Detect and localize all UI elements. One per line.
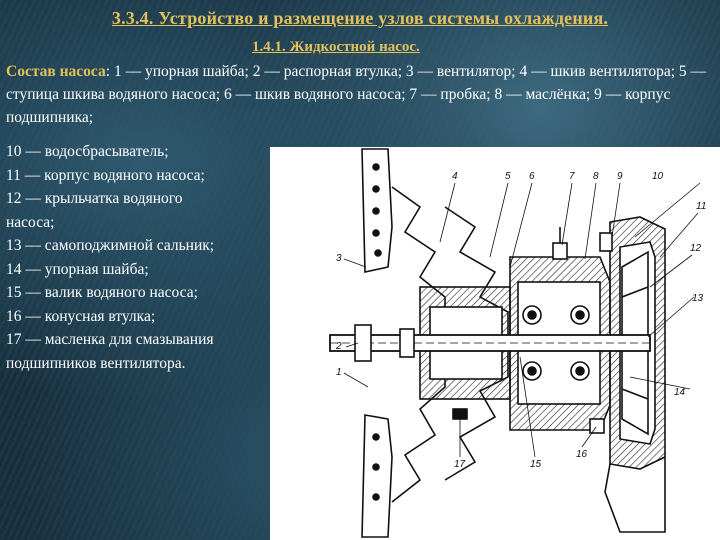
callout-label: 14 xyxy=(674,387,686,398)
legend-line: 13 — самоподжимной сальник; xyxy=(6,237,215,254)
callout-label: 4 xyxy=(452,171,458,182)
callout-label: 3 xyxy=(336,253,342,264)
callout-label: 11 xyxy=(696,201,706,212)
water-pump-cross-section: 4 5 6 7 8 9 10 11 12 13 3 2 1 14 16 17 1… xyxy=(329,148,706,538)
pump-composition-intro: Состав насоса: 1 — упорная шайба; 2 — ра… xyxy=(6,60,711,129)
legend-line: 14 — упорная шайба; xyxy=(6,260,149,278)
legend-line: 17 — масленка для смазывания xyxy=(6,331,214,348)
callout-label: 8 xyxy=(593,171,599,182)
parts-legend: 10 — водосбрасыватель; 11 — корпус водян… xyxy=(6,140,286,375)
legend-line: 12 — крыльчатка водяного xyxy=(6,190,183,207)
callout-label: 2 xyxy=(335,341,342,352)
callout-label: 15 xyxy=(530,459,542,470)
callout-label: 1 xyxy=(336,367,342,378)
callout-label: 9 xyxy=(617,171,623,182)
legend-line: насоса; xyxy=(6,213,55,231)
water-pump-drawing: 4 5 6 7 8 9 10 11 12 13 3 2 1 14 16 17 1… xyxy=(270,147,720,540)
callout-label: 16 xyxy=(576,449,588,460)
callout-label: 7 xyxy=(569,171,575,182)
legend-line: 15 — валик водяного насоса; xyxy=(6,284,198,301)
callout-label: 5 xyxy=(505,171,511,182)
legend-line: 10 — водосбрасыватель; xyxy=(6,143,169,160)
slide-subtitle: 1.4.1. Жидкостной насос. xyxy=(252,39,420,55)
callout-label: 12 xyxy=(690,243,702,254)
intro-lead: Состав насоса xyxy=(6,63,106,80)
callout-label: 13 xyxy=(692,293,704,304)
callout-label: 17 xyxy=(454,459,466,470)
legend-line: 16 — конусная втулка; xyxy=(6,307,156,325)
callout-label: 6 xyxy=(529,171,535,182)
slide-title: 3.3.4. Устройство и размещение узлов сис… xyxy=(111,8,609,28)
callout-label: 10 xyxy=(652,171,664,182)
legend-line: 11 — корпус водяного насоса; xyxy=(6,166,205,184)
intro-text: : 1 — упорная шайба; 2 — распорная втулк… xyxy=(6,63,707,126)
legend-line: подшипников вентилятора. xyxy=(6,354,186,372)
